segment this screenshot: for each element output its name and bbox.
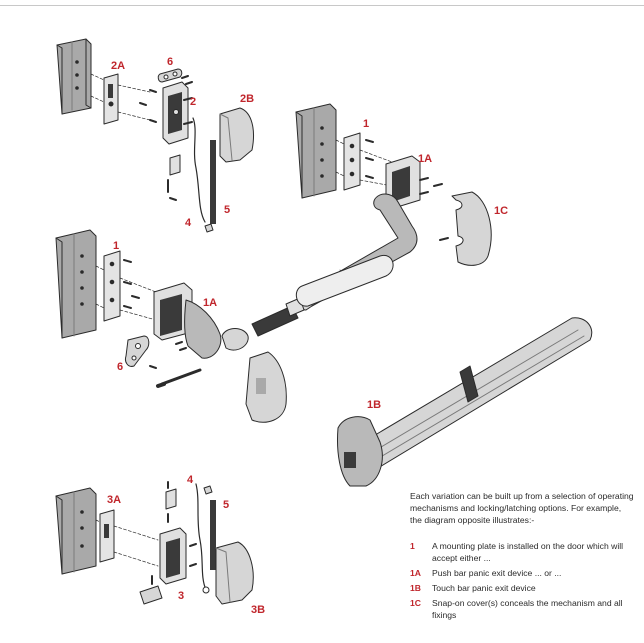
legend-code: 1B (410, 583, 421, 593)
callout-6-top: 6 (167, 56, 174, 68)
legend-code: 1C (410, 598, 421, 608)
callout-1b: 1B (367, 399, 382, 411)
callout-3b: 3B (251, 604, 266, 616)
callout-1a-top: 1A (418, 153, 433, 165)
cover-1c-middle (245, 351, 287, 423)
legend-text: Touch bar panic exit device (432, 583, 536, 593)
description-intro: Each variation can be built up from a se… (410, 491, 634, 525)
push-bar-arm-middle (184, 254, 394, 359)
callout-1-middle: 1 (113, 240, 120, 252)
callout-6-middle: 6 (117, 361, 124, 373)
cover-2b (219, 107, 254, 163)
leader-lines-3a (95, 519, 159, 567)
legend-code: 1 (410, 541, 415, 551)
description-block: Each variation can be built up from a se… (410, 490, 634, 624)
door-edge-middle-left (55, 229, 97, 339)
leader-lines-1-middle (95, 265, 157, 321)
legend-code: 1A (410, 568, 421, 578)
callout-3a: 3A (107, 494, 122, 506)
keeper-3 (139, 575, 163, 605)
cover-6-middle (125, 335, 157, 369)
legend-text: A mounting plate is installed on the doo… (432, 541, 624, 563)
mounting-plate-1-top (343, 132, 374, 191)
latch-plate-3a (99, 509, 115, 563)
callout-4-top: 4 (185, 217, 192, 229)
callout-2b: 2B (240, 93, 255, 105)
push-bar-mechanism-1a-top (385, 155, 429, 209)
legend-item-1: 1 A mounting plate is installed on the d… (410, 540, 634, 564)
legend-item-1b: 1B Touch bar panic exit device (410, 582, 634, 594)
legend-text: Push bar panic exit device ... or ... (432, 568, 562, 578)
latch-mechanism-3 (159, 527, 197, 585)
callout-2: 2 (190, 96, 197, 108)
rod-and-cable-bottom (165, 481, 216, 594)
cover-1c (433, 183, 492, 266)
callout-5-top: 5 (224, 204, 231, 216)
screws-2a (139, 89, 157, 123)
legend-item-1c: 1C Snap-on cover(s) conceals the mechani… (410, 597, 634, 621)
legend-text: Snap-on cover(s) conceals the mechanism … (432, 598, 623, 620)
mounting-plate-1-middle (103, 250, 140, 322)
callout-2a: 2A (111, 60, 126, 72)
callout-4-bottom: 4 (187, 474, 194, 486)
callout-3: 3 (178, 590, 185, 602)
door-edge-top-right (295, 103, 337, 199)
touch-bar-1b (337, 317, 593, 487)
callout-5-bottom: 5 (223, 499, 230, 511)
top-rule (0, 5, 644, 6)
door-edge-bottom-left (55, 487, 97, 575)
callout-1-top: 1 (363, 118, 370, 130)
latch-mechanism-2 (162, 81, 193, 145)
long-bolt (156, 368, 202, 388)
rod-and-cable-top (167, 117, 216, 233)
door-edge-top-left (56, 38, 92, 115)
cover-3b (215, 541, 254, 605)
cover-6-top (157, 68, 193, 85)
leader-lines-2a (90, 73, 151, 121)
legend-item-1a: 1A Push bar panic exit device ... or ... (410, 567, 634, 579)
latch-plate-2a (103, 73, 119, 125)
push-bar-mechanism-1a-middle (153, 282, 193, 351)
callout-1c: 1C (494, 205, 509, 217)
callout-1a-middle: 1A (203, 297, 218, 309)
